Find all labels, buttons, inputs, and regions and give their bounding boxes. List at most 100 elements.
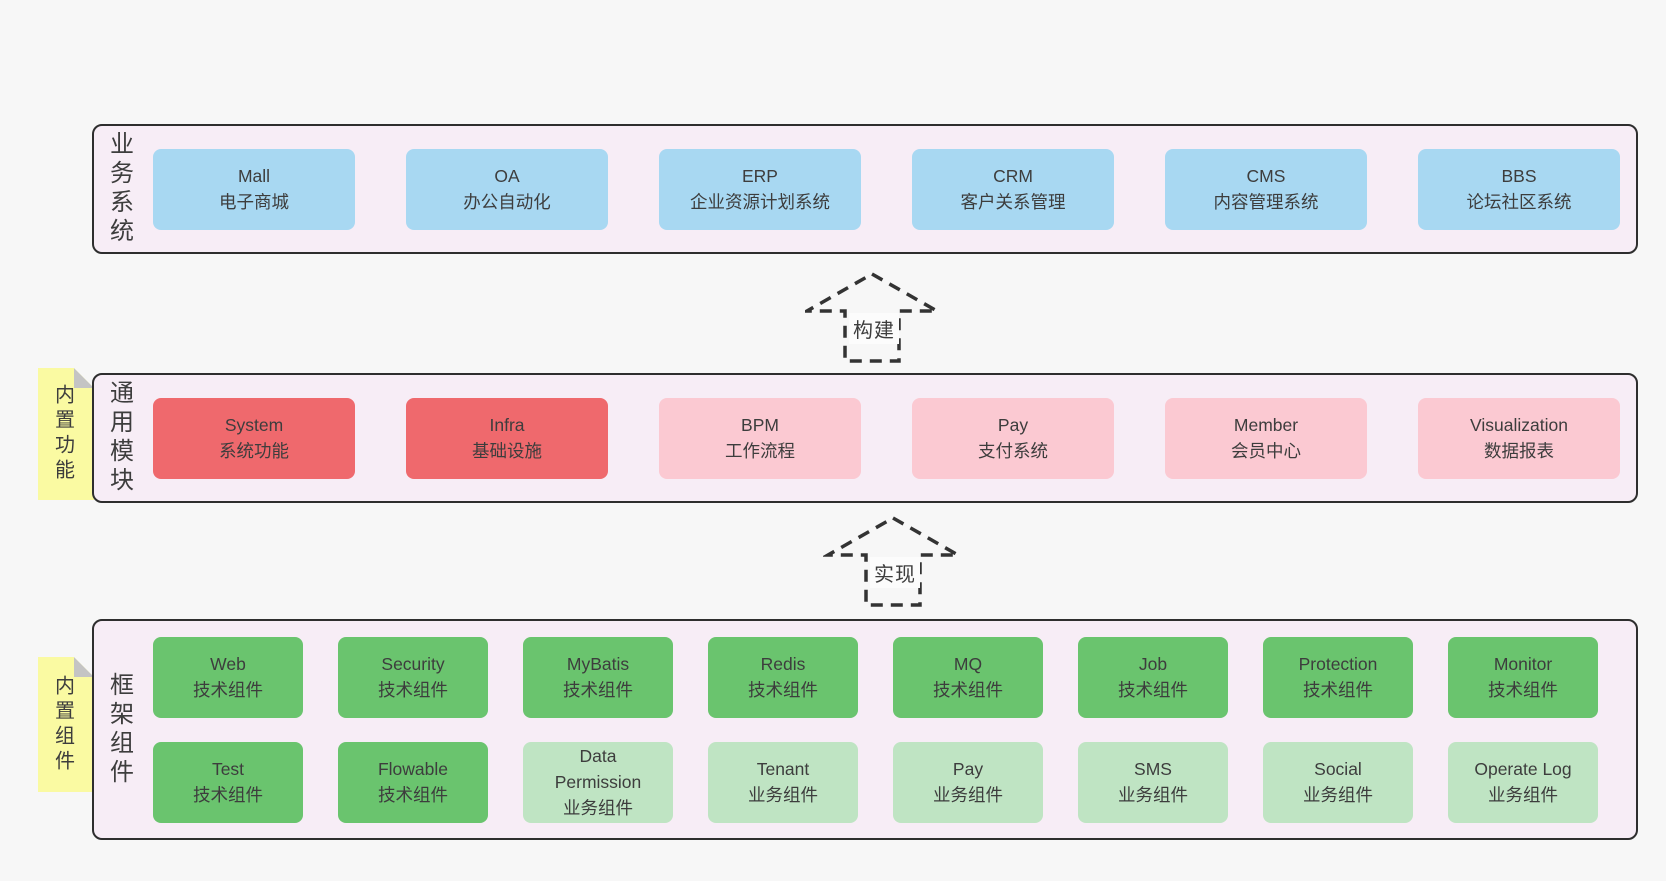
component-box-sms: SMS 业务组件 bbox=[1078, 741, 1228, 823]
box-subtitle: 技术组件 bbox=[1118, 680, 1188, 700]
box-title: Infra bbox=[489, 415, 525, 435]
component-box-job: Job 技术组件 bbox=[1078, 636, 1228, 718]
arrow-label-build: 构建 bbox=[849, 313, 899, 344]
box-title: MyBatis bbox=[566, 654, 630, 674]
box-subtitle: 内容管理系统 bbox=[1213, 192, 1319, 212]
module-boxes: System 系统功能 Infra 基础设施 BPM 工作流程 Pay 支付系统… bbox=[153, 397, 1620, 479]
box-subtitle: 基础设施 bbox=[472, 441, 542, 461]
box-title: Mall bbox=[237, 166, 271, 186]
box-subtitle: 业务组件 bbox=[748, 785, 818, 805]
sticky-text: 内置组件 bbox=[51, 674, 74, 775]
business-box-cms: CMS 内容管理系统 bbox=[1165, 148, 1367, 230]
box-subtitle: 论坛社区系统 bbox=[1466, 192, 1572, 212]
business-box-bbs: BBS 论坛社区系统 bbox=[1418, 148, 1620, 230]
box-title: SMS bbox=[1134, 759, 1172, 779]
component-box-security: Security 技术组件 bbox=[338, 636, 488, 718]
component-box-flowable: Flowable 技术组件 bbox=[338, 741, 488, 823]
box-title: Tenant bbox=[756, 759, 810, 779]
box-subtitle: 技术组件 bbox=[193, 680, 263, 700]
box-subtitle: 企业资源计划系统 bbox=[690, 192, 830, 212]
module-box-pay: Pay 支付系统 bbox=[912, 397, 1114, 479]
module-box-bpm: BPM 工作流程 bbox=[659, 397, 861, 479]
box-title: OA bbox=[494, 166, 520, 186]
box-title: Monitor bbox=[1493, 654, 1553, 674]
panel-label-common-modules: 通用模块 bbox=[105, 380, 133, 496]
box-subtitle: 技术组件 bbox=[378, 680, 448, 700]
box-title: Data Permission bbox=[554, 746, 642, 792]
box-subtitle: 办公自动化 bbox=[463, 192, 551, 212]
box-subtitle: 系统功能 bbox=[219, 441, 289, 461]
box-title: Redis bbox=[760, 654, 806, 674]
box-subtitle: 业务组件 bbox=[1303, 785, 1373, 805]
component-boxes: Web 技术组件 Security 技术组件 MyBatis 技术组件 Redi… bbox=[153, 636, 1598, 823]
panel-label-framework-components: 框架组件 bbox=[105, 671, 133, 788]
box-title: Job bbox=[1138, 654, 1168, 674]
business-box-crm: CRM 客户关系管理 bbox=[912, 148, 1114, 230]
module-box-system: System 系统功能 bbox=[153, 397, 355, 479]
module-box-member: Member 会员中心 bbox=[1165, 397, 1367, 479]
box-title: Flowable bbox=[377, 759, 449, 779]
business-box-mall: Mall 电子商城 bbox=[153, 148, 355, 230]
box-title: BPM bbox=[741, 415, 779, 435]
sticky-note-builtin-features: 内置功能 bbox=[38, 368, 94, 500]
module-box-infra: Infra 基础设施 bbox=[406, 397, 608, 479]
component-box-test: Test 技术组件 bbox=[153, 741, 303, 823]
box-title: Operate Log bbox=[1474, 759, 1572, 779]
sticky-text: 内置功能 bbox=[51, 384, 74, 484]
box-title: CRM bbox=[993, 166, 1033, 186]
box-title: Visualization bbox=[1470, 415, 1568, 435]
box-subtitle: 技术组件 bbox=[748, 680, 818, 700]
component-box-redis: Redis 技术组件 bbox=[708, 636, 858, 718]
box-subtitle: 技术组件 bbox=[193, 785, 263, 805]
box-subtitle: 业务组件 bbox=[1488, 785, 1558, 805]
box-title: MQ bbox=[953, 654, 983, 674]
box-subtitle: 技术组件 bbox=[1303, 680, 1373, 700]
box-title: Security bbox=[381, 654, 445, 674]
business-boxes: Mall 电子商城 OA 办公自动化 ERP 企业资源计划系统 CRM 客户关系… bbox=[153, 148, 1620, 230]
sticky-fold-corner-icon bbox=[74, 368, 94, 388]
business-box-erp: ERP 企业资源计划系统 bbox=[659, 148, 861, 230]
component-box-data-permission: Data Permission 业务组件 bbox=[523, 741, 673, 823]
component-box-mq: MQ 技术组件 bbox=[893, 636, 1043, 718]
box-title: Test bbox=[211, 759, 245, 779]
component-box-web: Web 技术组件 bbox=[153, 636, 303, 718]
box-subtitle: 业务组件 bbox=[563, 798, 633, 818]
component-box-pay: Pay 业务组件 bbox=[893, 741, 1043, 823]
sticky-note-builtin-components: 内置组件 bbox=[38, 657, 94, 792]
box-subtitle: 工作流程 bbox=[725, 441, 795, 461]
component-box-protection: Protection 技术组件 bbox=[1263, 636, 1413, 718]
box-subtitle: 支付系统 bbox=[978, 441, 1048, 461]
panel-label-business-systems: 业务系统 bbox=[105, 131, 133, 247]
dashed-up-arrow-build bbox=[805, 271, 940, 363]
box-subtitle: 技术组件 bbox=[378, 785, 448, 805]
component-box-mybatis: MyBatis 技术组件 bbox=[523, 636, 673, 718]
component-box-social: Social 业务组件 bbox=[1263, 741, 1413, 823]
box-title: ERP bbox=[742, 166, 778, 186]
box-title: Pay bbox=[952, 759, 984, 779]
box-subtitle: 会员中心 bbox=[1231, 441, 1301, 461]
arrow-label-implement: 实现 bbox=[870, 557, 920, 588]
box-title: BBS bbox=[1501, 166, 1537, 186]
box-title: System bbox=[224, 415, 284, 435]
box-subtitle: 技术组件 bbox=[933, 680, 1003, 700]
box-title: CMS bbox=[1246, 166, 1286, 186]
box-subtitle: 技术组件 bbox=[1488, 680, 1558, 700]
panel-common-modules: 通用模块 System 系统功能 Infra 基础设施 BPM 工作流程 Pay… bbox=[92, 373, 1638, 503]
component-box-monitor: Monitor 技术组件 bbox=[1448, 636, 1598, 718]
box-subtitle: 客户关系管理 bbox=[960, 192, 1066, 212]
box-title: Pay bbox=[997, 415, 1029, 435]
component-box-tenant: Tenant 业务组件 bbox=[708, 741, 858, 823]
box-title: Member bbox=[1233, 415, 1299, 435]
panel-framework-components: 框架组件 Web 技术组件 Security 技术组件 MyBatis 技术组件… bbox=[92, 619, 1638, 840]
box-subtitle: 技术组件 bbox=[563, 680, 633, 700]
box-subtitle: 业务组件 bbox=[933, 785, 1003, 805]
sticky-fold-corner-icon bbox=[74, 657, 94, 677]
business-box-oa: OA 办公自动化 bbox=[406, 148, 608, 230]
box-subtitle: 业务组件 bbox=[1118, 785, 1188, 805]
module-box-visualization: Visualization 数据报表 bbox=[1418, 397, 1620, 479]
box-subtitle: 电子商城 bbox=[219, 192, 289, 212]
box-title: Web bbox=[210, 654, 246, 674]
component-box-operate-log: Operate Log 业务组件 bbox=[1448, 741, 1598, 823]
dashed-up-arrow-implement bbox=[823, 515, 963, 607]
